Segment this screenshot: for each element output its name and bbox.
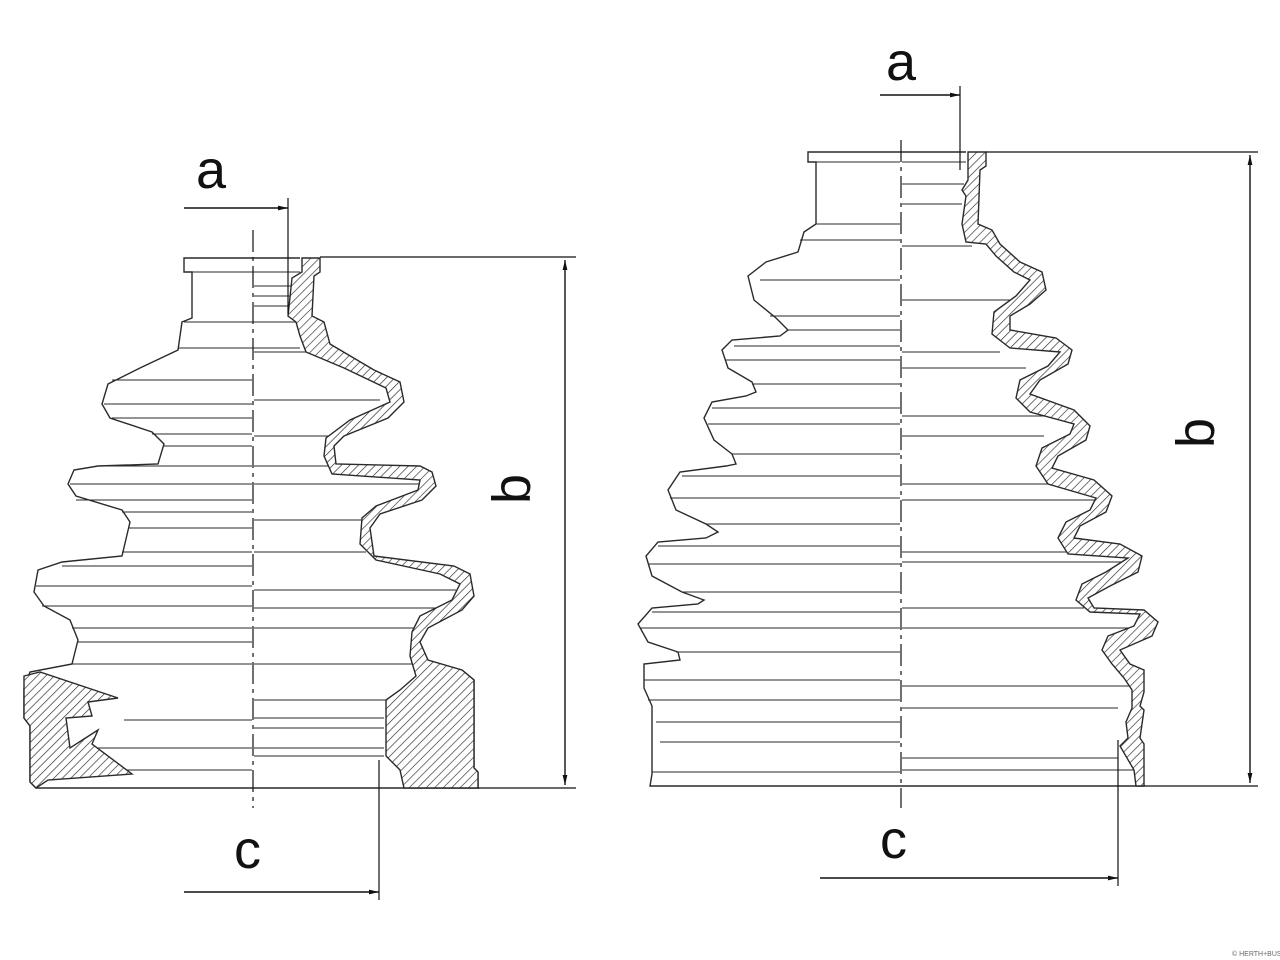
right-label-b: b	[1166, 418, 1226, 448]
right-dimensions	[820, 86, 1258, 886]
left-boot-inner-ribs	[254, 285, 456, 757]
right-boot	[637, 151, 1159, 787]
right-label-a: a	[886, 32, 917, 92]
left-boot-section	[287, 257, 479, 789]
right-boot-ribs	[640, 161, 900, 773]
right-boot-section	[961, 151, 1159, 787]
left-boot	[23, 257, 479, 789]
left-label-a: a	[196, 140, 227, 200]
left-boot-outline	[23, 257, 479, 789]
right-label-c: c	[880, 810, 907, 870]
right-boot-inner-ribs	[902, 161, 1148, 771]
right-boot-outline	[637, 151, 1144, 787]
credit-text: © HERTH+BUSS	[1232, 950, 1280, 958]
left-dimensions	[184, 198, 576, 900]
left-boot-section-left	[23, 671, 134, 789]
left-boot-ribs	[36, 271, 300, 771]
left-label-b: b	[482, 474, 542, 504]
left-label-c: c	[234, 820, 261, 880]
